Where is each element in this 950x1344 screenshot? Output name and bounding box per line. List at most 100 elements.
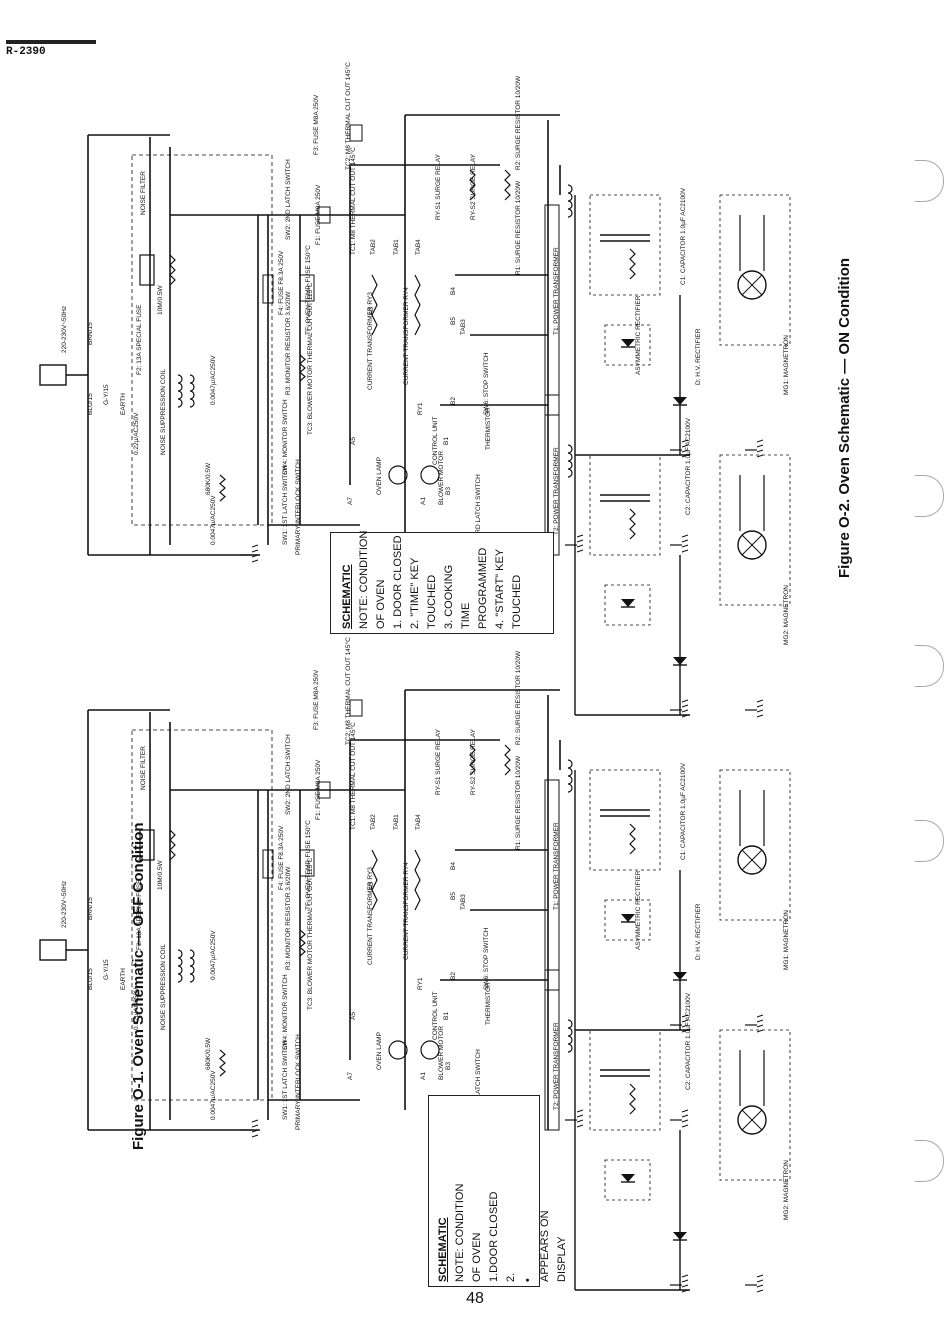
- model-number: R-2390: [6, 46, 46, 58]
- component-label: C2: CAPACITOR 1.0µF AC2100V: [685, 992, 692, 1090]
- wire: [251, 1119, 259, 1123]
- legend-line: 1. DOOR CLOSED: [392, 535, 404, 629]
- component-label: TC3: BLOWER MOTOR THERMAL CUT OUT 115°C: [306, 857, 314, 1010]
- wire: [681, 1284, 689, 1288]
- component-label: 0.22µ/AC250V: [133, 412, 140, 455]
- wire: [681, 714, 689, 718]
- legend-line: TOUCHED: [511, 574, 523, 629]
- legend-line: APPEARS ON: [539, 1210, 551, 1282]
- magnetron-box: [719, 769, 791, 921]
- terminal-label: A7: [347, 497, 354, 505]
- component-label: R2: SURGE RESISTOR 10/20W: [515, 650, 522, 745]
- component-label: D: H.V. RECTIFIER: [695, 903, 702, 960]
- component-label: 0.0047µ/AC250V: [210, 495, 217, 545]
- wire: [251, 554, 259, 558]
- asymmetric-rectifier-diode: [621, 1174, 635, 1182]
- component-label: SW3: 3RD LATCH SWITCH: [475, 474, 482, 555]
- component-label: ASYMMETRIC RECTIFIER: [635, 870, 642, 950]
- wire: [681, 454, 689, 458]
- fuse-f4: [262, 849, 274, 879]
- asymmetric-rectifier-diode: [621, 914, 635, 922]
- wire: [756, 1014, 764, 1018]
- transformer-winding: [567, 759, 573, 793]
- terminal-label: TAB3: [460, 894, 467, 910]
- legend-line: NOTE: CONDITION: [358, 530, 370, 629]
- terminal-label: A1: [420, 1072, 427, 1080]
- component-label: T2: POWER TRANSFORMER: [553, 447, 560, 535]
- component-label: CURRENT TRANSFORMER RY3: [367, 292, 374, 390]
- legend-line: PROGRAMMED: [477, 547, 489, 629]
- resistor-10m: [169, 829, 176, 861]
- component-label: C2: CAPACITOR 1.0µF AC2100V: [685, 417, 692, 515]
- wire: [681, 1029, 689, 1033]
- component-label: RY-S1 SURGE RELAY: [435, 728, 442, 795]
- wire: [756, 699, 764, 703]
- noise-suppression-coil: [189, 949, 195, 983]
- terminal-label: B4: [450, 287, 457, 295]
- header-rule: [6, 40, 96, 44]
- bleeder-resistor: [629, 508, 636, 540]
- terminal-label: A7: [347, 1072, 354, 1080]
- terminal-label: B1: [443, 437, 450, 445]
- component-label: TC3: BLOWER MOTOR THERMAL CUT OUT 115°C: [306, 282, 314, 435]
- component-label: F4: FUSE F8.3A 250V: [278, 825, 285, 890]
- magnetron-symbol: [737, 270, 767, 300]
- component-label: SW3: 3RD LATCH SWITCH: [475, 1049, 482, 1130]
- legend-line: 1.DOOR CLOSED: [488, 1191, 500, 1282]
- wire: [251, 559, 259, 563]
- power-plug: [39, 939, 67, 961]
- wire: [576, 549, 584, 553]
- terminal-label: A1: [420, 497, 427, 505]
- terminal-label: A3: [368, 307, 375, 315]
- component-label: SW1: 1ST LATCH SWITCH: [282, 1040, 289, 1120]
- component-label: R2: SURGE RESISTOR 10/20W: [515, 75, 522, 170]
- wire: [681, 704, 689, 708]
- component-label: 0.0047µ/AC250V: [210, 355, 217, 405]
- asymmetric-rectifier-box: [604, 899, 651, 941]
- legend-line: OF OVEN: [375, 579, 387, 629]
- component-label: BLOWER MOTOR: [438, 1026, 445, 1080]
- legend-on-text: SCHEMATIC NOTE: CONDITION OF OVEN 1. DOOR C…: [339, 531, 526, 629]
- wire: [681, 1124, 689, 1128]
- wire: [576, 544, 584, 548]
- capacitor-box: [589, 1029, 661, 1131]
- component-label: CONTROL UNIT: [432, 416, 439, 465]
- component-label: PRIMARY INTERLOCK SWITCH: [295, 459, 302, 555]
- component-label: 10M/0.5W: [157, 285, 164, 315]
- legend-line: SCHEMATIC: [341, 564, 353, 629]
- surge-resistor: [504, 169, 511, 201]
- component-label: TF: OVEN TEMP. FUSE 150°C: [304, 245, 312, 335]
- wire: [681, 539, 689, 543]
- wire: [681, 1109, 689, 1113]
- component-label: F2: 13A SPECIAL FUSE: [136, 879, 143, 950]
- power-transformer-t2: [544, 969, 560, 1131]
- wire: [681, 709, 689, 713]
- wire: [741, 1109, 763, 1131]
- transformer-winding: [567, 184, 573, 218]
- wire: [756, 444, 764, 448]
- component-label: F2: 13A SPECIAL FUSE: [136, 304, 143, 375]
- special-fuse: [139, 829, 155, 861]
- component-label: SW6: STOP SWITCH: [483, 352, 490, 415]
- figure-caption-on: Figure O-2. Oven Schematic — ON Conditio…: [836, 257, 853, 578]
- wire: [741, 849, 763, 871]
- legend-line: •: [522, 1278, 534, 1282]
- fuse-f1: [317, 206, 331, 224]
- component-label: 680K/0.5W: [205, 1037, 212, 1070]
- component-label: MG1: MAGNETRON: [783, 335, 790, 395]
- magnetron-box: [719, 194, 791, 346]
- magnetron-symbol: [737, 845, 767, 875]
- magnetron-symbol: [737, 530, 767, 560]
- surge-resistor: [469, 744, 476, 776]
- component-label: RY-S2 SURGE RELAY: [470, 153, 477, 220]
- wire: [756, 1289, 764, 1293]
- current-transformer-ry4: [414, 849, 421, 911]
- component-label: R1: SURGE RESISTOR 10/20W: [515, 755, 522, 850]
- asymmetric-rectifier-diode: [621, 599, 635, 607]
- component-label: RY1: [417, 402, 424, 415]
- component-label: CONTROL UNIT: [432, 991, 439, 1040]
- figure-caption-off: Figure O-1. Oven Schematic — OFF Conditi…: [130, 822, 147, 1150]
- component-label: RY-S1 SURGE RELAY: [435, 153, 442, 220]
